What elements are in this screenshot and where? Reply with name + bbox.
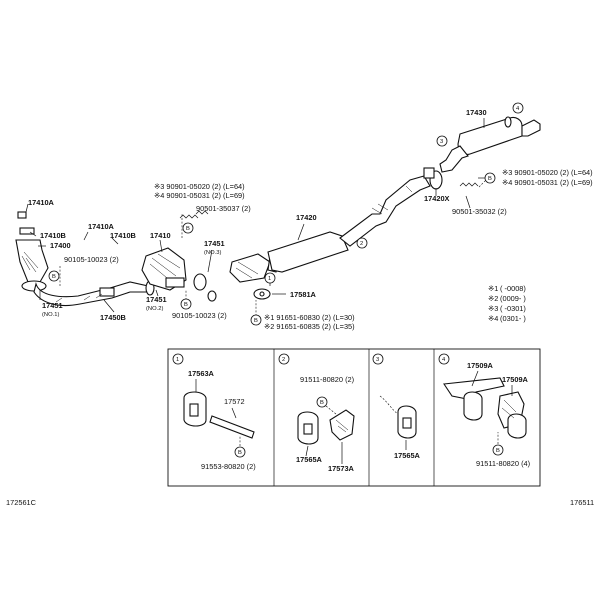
legend-range-3: ( -0301)	[500, 304, 526, 313]
svg-text:B: B	[238, 450, 242, 456]
rear-muffler	[439, 116, 541, 173]
label-17420: 17420	[296, 213, 317, 222]
label-r1-91651-60830: ※1 91651-60830 (2) (L=30)	[264, 313, 355, 322]
label-17410b-left: 17410B	[40, 231, 66, 240]
leader-lines	[25, 118, 489, 316]
legend-range-2: (0009- )	[500, 294, 526, 303]
legend-mark-4: ※4	[488, 314, 498, 323]
label-17451-mid-note: (NO.2)	[146, 306, 163, 312]
svg-text:B: B	[320, 400, 324, 406]
detail-panel-1: 1 17563A 17572 B 91553-80820 (2)	[172, 353, 256, 471]
label-d3-17565a: 17565A	[394, 451, 421, 460]
svg-text:3: 3	[440, 139, 443, 145]
svg-text:1: 1	[268, 276, 271, 282]
label-17410a-top: 17410A	[28, 198, 55, 207]
spring-90501-35037	[179, 210, 209, 219]
legend-range-1: ( -0008)	[500, 284, 526, 293]
label-d1-91553: 91553-80820 (2)	[201, 462, 256, 471]
label-17420x: 17420X	[424, 194, 450, 203]
label-17410b-mid: 17410B	[110, 231, 136, 240]
detail-panel-3: 3 17565A	[372, 353, 421, 460]
detail-panels: 1 17563A 17572 B 91553-80820 (2) 2 91511…	[167, 348, 541, 487]
svg-text:2: 2	[282, 357, 285, 363]
label-17400: 17400	[50, 241, 71, 250]
label-r3-90901-05020-right: ※3 90901-05020 (2) (L=64)	[502, 168, 593, 177]
svg-text:4: 4	[442, 357, 446, 363]
label-r4-90901-05031-right: ※4 90901-05031 (2) (L=69)	[502, 178, 593, 187]
svg-text:1: 1	[176, 357, 179, 363]
ref-circles-main: 1 2 3 4	[264, 102, 524, 284]
spring-90501-35032	[459, 182, 479, 187]
part-labels: 17410A 17410B 17400 17410A 17410B 17410 …	[28, 108, 593, 331]
label-17451-left-note: (NO.1)	[42, 312, 59, 318]
bolt-stud	[269, 177, 490, 286]
label-r3-90901-05020: ※3 90901-05020 (2) (L=64)	[154, 182, 245, 191]
label-d1-17572: 17572	[224, 397, 245, 406]
label-r4-90901-05031: ※4 90901-05031 (2) (L=69)	[154, 191, 245, 200]
bolt-markers: B B B B B	[48, 172, 496, 326]
svg-text:4: 4	[516, 106, 520, 112]
label-d2-17573a: 17573A	[328, 464, 355, 473]
svg-text:B: B	[184, 302, 188, 308]
label-17450b: 17450B	[100, 313, 126, 322]
svg-text:B: B	[496, 448, 500, 454]
gasket-17581a	[253, 288, 271, 300]
legend-range-4: (0301- )	[500, 314, 526, 323]
label-17451-mid: 17451	[146, 295, 167, 304]
label-17430: 17430	[466, 108, 487, 117]
label-17581a: 17581A	[290, 290, 317, 299]
label-17451-n3-note: (NO.3)	[204, 250, 221, 256]
label-d4-17509a-a: 17509A	[467, 361, 494, 370]
label-90501-35032: 90501-35032 (2)	[452, 207, 507, 216]
label-d2-17565a: 17565A	[296, 455, 323, 464]
detail-panel-2: 2 91511-80820 (2) B 17565A 17573A	[278, 353, 355, 473]
label-d4-91511: 91511-80820 (4)	[476, 459, 530, 468]
svg-text:B: B	[186, 226, 190, 232]
label-r2-91651-60835: ※2 91651-60835 (2) (L=35)	[264, 322, 355, 331]
label-d4-17509a-b: 17509A	[502, 375, 529, 384]
label-d1-17563a: 17563A	[188, 369, 215, 378]
label-90105-10023-a: 90105-10023 (2)	[64, 255, 119, 264]
svg-text:B: B	[52, 274, 56, 280]
label-d2-91511: 91511-80820 (2)	[300, 375, 354, 384]
label-17410a-mid: 17410A	[88, 222, 115, 231]
legend-mark-1: ※1	[488, 284, 498, 293]
label-17451-n3: 17451	[204, 239, 225, 248]
serial-legend: ※1 ( -0008) ※2 (0009- ) ※3 ( -0301) ※4 (…	[488, 284, 526, 323]
svg-text:2: 2	[360, 241, 363, 247]
exhaust-assembly: B B B B B 1 2 3 4	[15, 102, 541, 326]
label-90501-35037: 90501-35037 (2)	[196, 204, 251, 213]
legend-mark-3: ※3	[488, 304, 498, 313]
catalytic-converter	[141, 247, 217, 302]
legend-mark-2: ※2	[488, 294, 498, 303]
catalog-code-left: 172561C	[6, 498, 37, 507]
label-17451-left: 17451	[42, 301, 63, 310]
catalog-code-right: 176511	[570, 498, 594, 507]
center-pipe	[267, 167, 443, 273]
detail-panel-4: 4 17509A 17509A B 91511-80820 (4)	[438, 353, 530, 468]
front-converter	[15, 211, 49, 292]
label-90105-10023-b: 90105-10023 (2)	[172, 311, 227, 320]
svg-text:B: B	[488, 176, 492, 182]
svg-text:3: 3	[376, 357, 379, 363]
svg-text:B: B	[254, 318, 258, 324]
label-17410: 17410	[150, 231, 171, 240]
